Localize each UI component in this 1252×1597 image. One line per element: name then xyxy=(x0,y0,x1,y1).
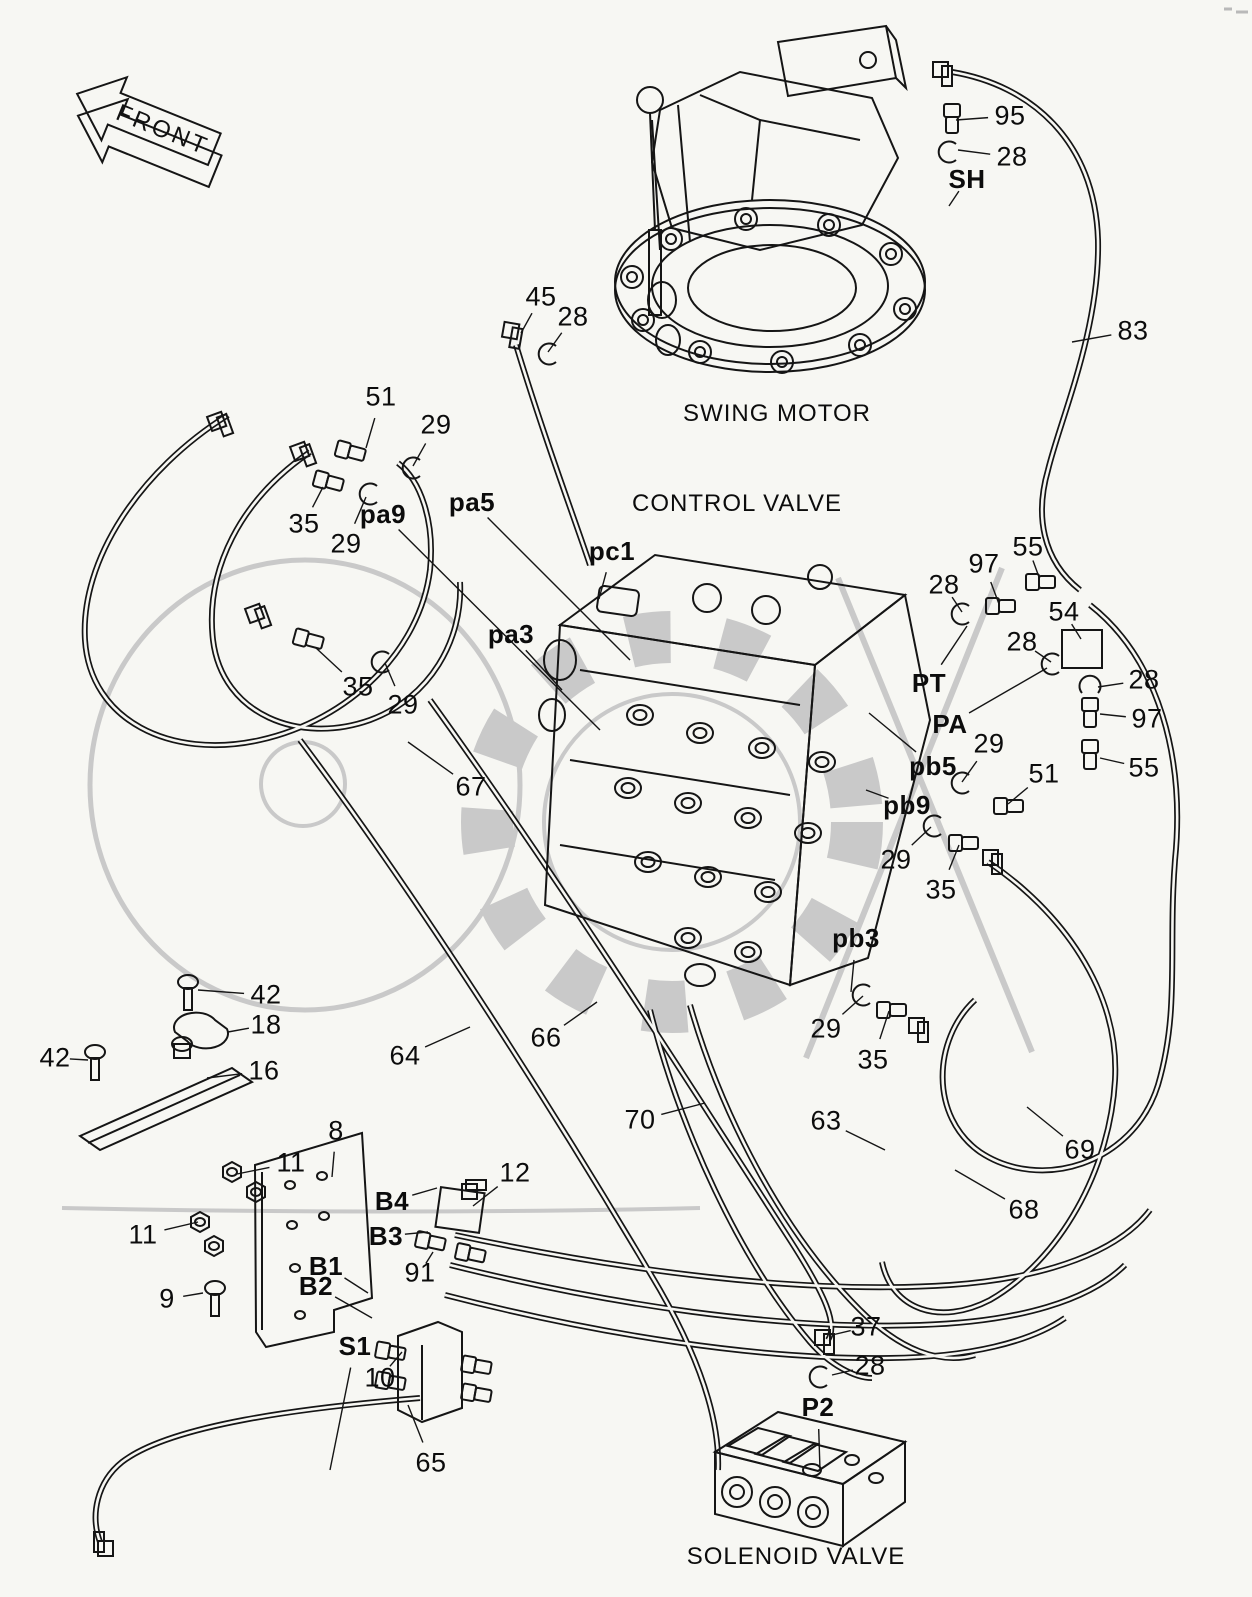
leader-line xyxy=(817,1428,821,1471)
leader-line xyxy=(197,989,245,995)
leader-line xyxy=(236,1166,270,1175)
bracket-drawing xyxy=(77,974,835,1557)
leader-line xyxy=(868,712,917,753)
leader-line xyxy=(407,741,454,775)
leader-line xyxy=(69,1058,89,1061)
leader-line xyxy=(1099,757,1125,765)
solenoid-valve-drawing xyxy=(712,1410,908,1548)
leader-line xyxy=(472,1186,499,1207)
leader-line xyxy=(1099,713,1126,718)
leader-line xyxy=(329,1367,352,1471)
leader-line xyxy=(365,417,376,449)
leader-line xyxy=(311,486,324,508)
leader-line xyxy=(412,443,427,467)
leader-line xyxy=(407,1404,424,1443)
leader-line xyxy=(831,1369,854,1376)
leader-line xyxy=(334,1296,373,1319)
leader-line xyxy=(850,959,855,993)
leader-line xyxy=(525,649,563,691)
leader-line xyxy=(1071,334,1112,343)
leader-line xyxy=(353,496,367,525)
leader-line xyxy=(1034,650,1052,663)
leader-line xyxy=(957,149,991,155)
leader-line xyxy=(951,596,963,613)
leader-line xyxy=(1026,1106,1064,1137)
leader-line xyxy=(520,312,533,334)
leader-line xyxy=(1007,786,1029,805)
leader-line xyxy=(948,190,960,207)
leader-line xyxy=(412,1187,438,1196)
leader-line xyxy=(315,647,343,673)
leader-line xyxy=(948,844,960,871)
leader-line xyxy=(961,760,978,783)
leader-line xyxy=(1097,682,1124,688)
control-valve-drawing xyxy=(206,320,1103,1043)
leader-line xyxy=(845,1130,886,1151)
hoses xyxy=(81,69,1181,1544)
leader-line xyxy=(547,332,563,353)
leader-line xyxy=(831,1329,851,1336)
leader-line xyxy=(661,1102,706,1116)
leader-line xyxy=(425,1251,434,1264)
leader-line xyxy=(487,517,631,661)
leader-line xyxy=(1071,623,1082,640)
leader-line xyxy=(344,1277,369,1294)
leader-line xyxy=(879,1010,890,1040)
leader-line xyxy=(183,1292,204,1297)
leader-line xyxy=(990,581,1000,605)
leader-line xyxy=(968,667,1048,714)
leader-line xyxy=(865,789,889,799)
leader-line xyxy=(331,1151,335,1178)
swing-motor-drawing xyxy=(614,24,961,374)
leader-line xyxy=(911,826,932,846)
leader-line xyxy=(384,662,396,687)
leader-line xyxy=(598,572,607,600)
leader-line xyxy=(164,1221,199,1231)
leader-line xyxy=(404,1231,429,1235)
leader-line xyxy=(563,1001,598,1026)
leader-line xyxy=(424,1026,471,1048)
leader-line xyxy=(398,529,601,731)
leader-line xyxy=(841,995,864,1015)
leader-line xyxy=(206,1072,243,1079)
leader-line xyxy=(227,1027,250,1033)
leader-line xyxy=(954,1169,1006,1200)
leader-line xyxy=(940,625,968,666)
leader-line xyxy=(389,1351,403,1367)
leader-line xyxy=(1032,560,1040,578)
leader-line xyxy=(955,116,989,121)
